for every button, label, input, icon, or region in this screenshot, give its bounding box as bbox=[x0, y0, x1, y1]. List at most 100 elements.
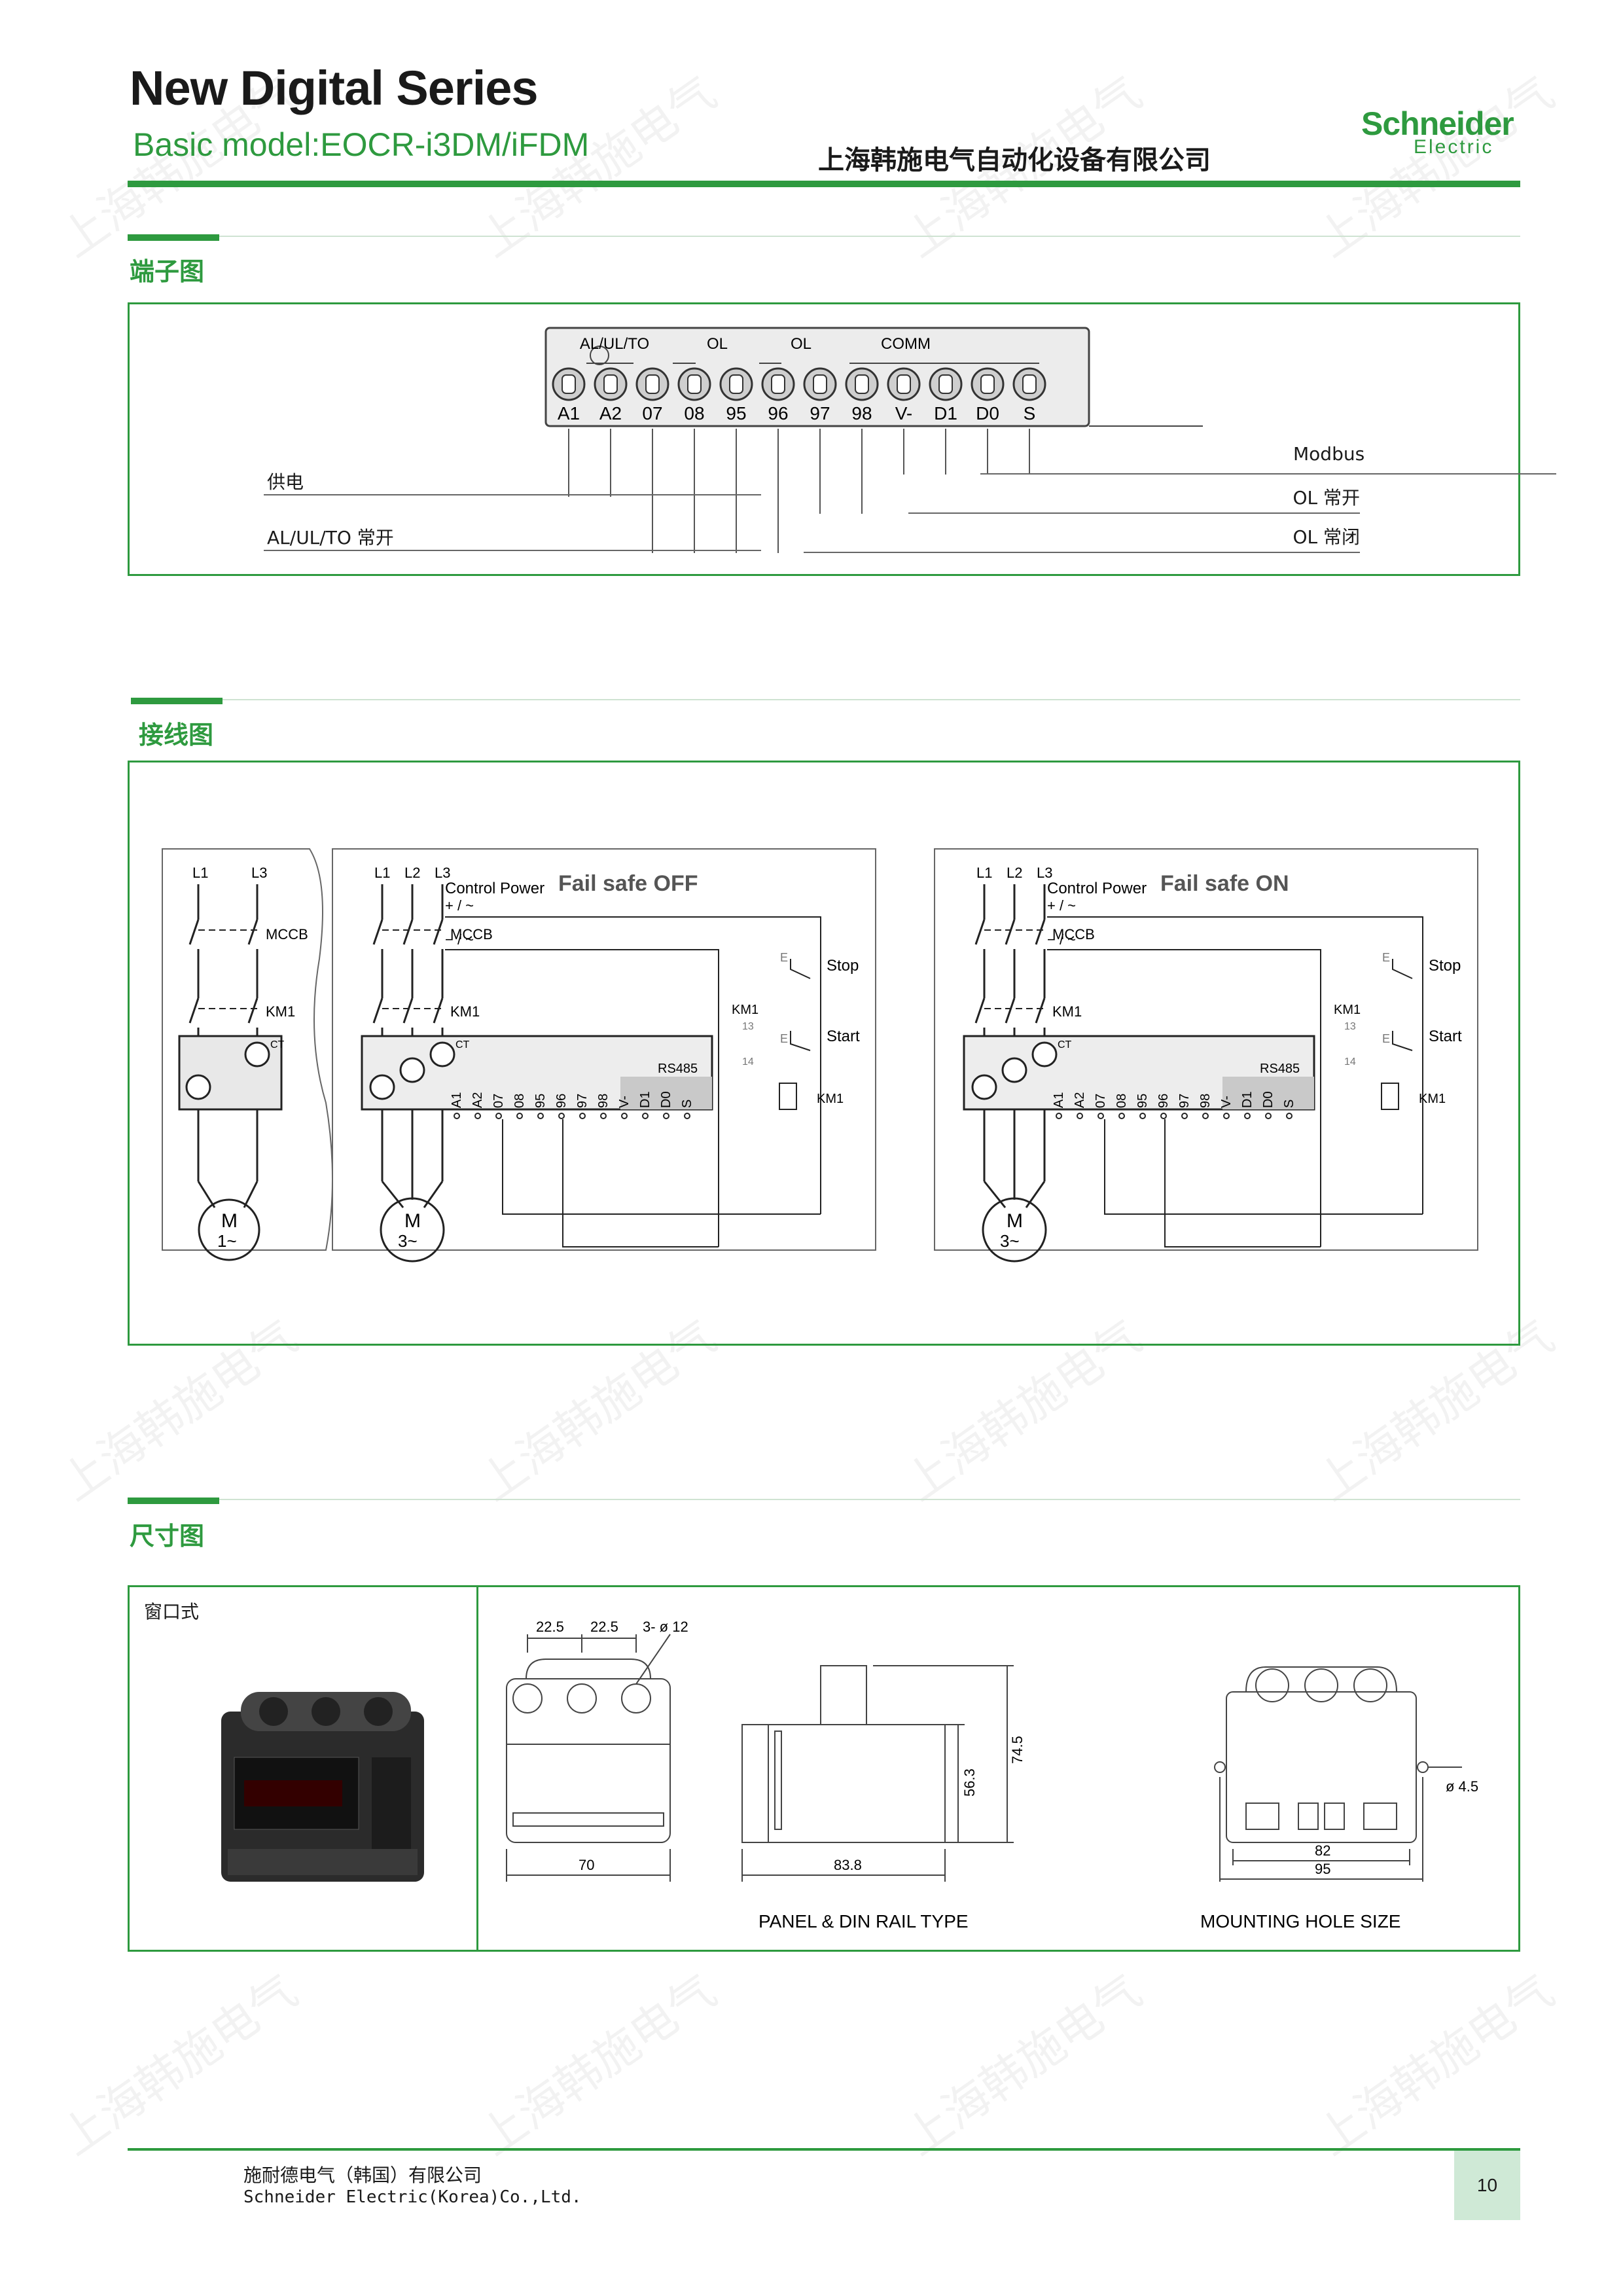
relay-terminal-label: 97 bbox=[575, 1094, 590, 1108]
page-number: 10 bbox=[1454, 2151, 1520, 2220]
footer-company-cn: 施耐德电气（韩国）有限公司 bbox=[243, 2164, 482, 2186]
terminal-group-label: AL/UL/TO bbox=[580, 335, 649, 353]
section-rule bbox=[128, 1499, 1520, 1500]
start-button bbox=[1392, 1031, 1413, 1051]
motor-phase: 3~ bbox=[398, 1231, 418, 1251]
terminal-group-label: OL bbox=[707, 335, 728, 353]
start-label: Start bbox=[827, 1028, 860, 1045]
e-label: E bbox=[780, 1032, 788, 1045]
terminal-label: A1 bbox=[558, 403, 580, 423]
comm-shade bbox=[1222, 1077, 1314, 1109]
relay-terminal bbox=[1202, 1113, 1209, 1119]
mccb-label: MCCB bbox=[1052, 926, 1095, 942]
relay-terminal bbox=[1223, 1113, 1230, 1119]
watermark: 上海韩施电气 bbox=[895, 1964, 1151, 2166]
type-label: 窗口式 bbox=[144, 1601, 200, 1623]
ct-ring bbox=[369, 1074, 395, 1100]
relay-terminal-label: 95 bbox=[1135, 1094, 1150, 1108]
section-tab bbox=[128, 1498, 219, 1504]
loop-wire bbox=[502, 1119, 821, 1215]
phase-label: L1 bbox=[374, 865, 390, 881]
ct-ring bbox=[399, 1057, 425, 1083]
relay-terminal bbox=[1181, 1113, 1188, 1119]
terminal-label: V- bbox=[895, 403, 912, 423]
terminal-label: 96 bbox=[768, 403, 788, 423]
km1-contact-label: KM1 bbox=[1334, 1003, 1361, 1017]
relay-terminal-label: 07 bbox=[1094, 1094, 1108, 1108]
relay-terminal-label: D0 bbox=[659, 1091, 673, 1108]
terminal-13: 13 bbox=[742, 1021, 754, 1032]
screw-slot bbox=[813, 374, 827, 394]
km-contact bbox=[1035, 997, 1046, 1024]
rs485-label: RS485 bbox=[658, 1062, 698, 1076]
fail-safe-mode: Fail safe OFF bbox=[558, 871, 698, 896]
relay-terminal bbox=[1077, 1113, 1083, 1119]
ct-ring bbox=[429, 1041, 455, 1067]
screw-slot bbox=[562, 374, 576, 394]
d1-phase-l1: L1 bbox=[192, 865, 208, 881]
section-rule bbox=[128, 236, 1520, 237]
phase-label: L2 bbox=[1007, 865, 1022, 881]
relay-terminal-label: V- bbox=[1219, 1096, 1234, 1108]
section-tab bbox=[131, 698, 223, 704]
terminal-group-label: OL bbox=[791, 335, 812, 353]
mccb-contact bbox=[433, 919, 444, 945]
screw-slot bbox=[938, 374, 953, 394]
dimensions-box: 窗口式 22.5 22.5 3- ø 12 70 bbox=[128, 1585, 1520, 1952]
relay-terminal-label: A2 bbox=[1073, 1092, 1087, 1108]
rs485-label: RS485 bbox=[1260, 1062, 1300, 1076]
loop-wire bbox=[562, 1119, 719, 1247]
relay-terminal bbox=[579, 1113, 586, 1119]
relay-terminal bbox=[1160, 1113, 1167, 1119]
terminal-label: 98 bbox=[851, 403, 872, 423]
relay-terminal-label: 98 bbox=[1198, 1094, 1213, 1108]
leader bbox=[980, 473, 1556, 475]
terminal-label: 95 bbox=[726, 403, 746, 423]
screw-slot bbox=[897, 374, 911, 394]
dim-22-5-a: 22.5 bbox=[536, 1619, 564, 1635]
relay-terminal-label: D1 bbox=[1240, 1091, 1255, 1108]
d1-ct: CT bbox=[270, 1039, 285, 1050]
label-power: 供电 bbox=[267, 471, 304, 493]
mccb-contact bbox=[974, 919, 986, 945]
terminal-13: 13 bbox=[1344, 1021, 1356, 1032]
terminal-14: 14 bbox=[742, 1056, 754, 1067]
dim-82: 82 bbox=[1315, 1842, 1330, 1859]
relay-terminal bbox=[1097, 1113, 1104, 1119]
control-wire bbox=[445, 949, 719, 1247]
relay-terminal-label: S bbox=[1282, 1100, 1296, 1108]
screw-slot bbox=[771, 374, 785, 394]
km-label: KM1 bbox=[450, 1003, 480, 1020]
km-contact bbox=[974, 997, 986, 1024]
section-rule bbox=[131, 699, 1520, 700]
d1-mccb: MCCB bbox=[266, 926, 308, 942]
motor-m: M bbox=[404, 1210, 421, 1232]
terminal-label: D1 bbox=[934, 403, 957, 423]
e-label: E bbox=[1382, 951, 1390, 964]
cp-minus: − / ~ bbox=[1047, 931, 1076, 948]
terminal-14: 14 bbox=[1344, 1056, 1356, 1067]
mccb-contact bbox=[402, 919, 414, 945]
dim-70: 70 bbox=[579, 1857, 594, 1873]
coil-label: KM1 bbox=[1419, 1092, 1446, 1106]
relay-terminal-label: A1 bbox=[1052, 1092, 1066, 1108]
d1-motor-m: M bbox=[221, 1210, 238, 1232]
relay-terminal bbox=[1139, 1113, 1146, 1119]
d1-phase-l3: L3 bbox=[251, 865, 267, 881]
mccb-contact bbox=[1035, 919, 1046, 945]
control-wire bbox=[1047, 916, 1423, 1214]
mccb-contact bbox=[1005, 919, 1016, 945]
relay-terminal bbox=[474, 1113, 481, 1119]
motor-circle bbox=[380, 1197, 445, 1263]
cp-plus: + / ~ bbox=[445, 897, 474, 914]
terminal-label: S bbox=[1024, 403, 1036, 423]
motor-phase: 3~ bbox=[1000, 1231, 1020, 1251]
leader bbox=[804, 552, 1360, 553]
watermark: 上海韩施电气 bbox=[1307, 65, 1563, 268]
screw-slot bbox=[855, 374, 869, 394]
terminal-label: D0 bbox=[976, 403, 999, 423]
cp-plus: + / ~ bbox=[1047, 897, 1076, 914]
loop-wire bbox=[1164, 1119, 1321, 1247]
